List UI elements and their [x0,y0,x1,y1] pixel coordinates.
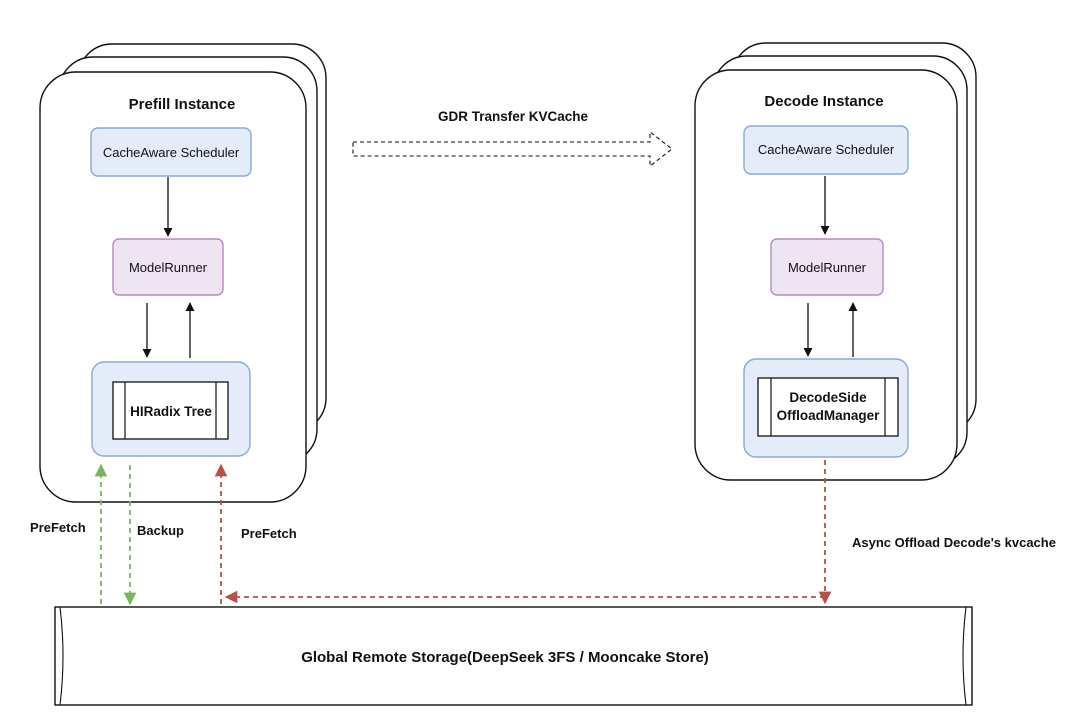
decode-offload-manager-box: DecodeSide OffloadManager [743,358,909,458]
decode-offload-label-line2: OffloadManager [777,408,881,423]
prefill-instance-title: Prefill Instance [129,96,236,113]
decode-model-runner-box: ModelRunner [770,238,884,296]
prefill-scheduler-box: CacheAware Scheduler [90,127,252,177]
decode-model-runner-label: ModelRunner [788,260,867,275]
gdr-transfer-label: GDR Transfer KVCache [438,109,589,124]
decode-scheduler-label: CacheAware Scheduler [758,142,895,157]
prefill-model-runner-label: ModelRunner [129,260,208,275]
global-remote-storage-box: Global Remote Storage(DeepSeek 3FS / Moo… [54,606,973,706]
prefill-scheduler-label: CacheAware Scheduler [103,145,240,160]
backup-label: Backup [137,523,184,538]
gdr-transfer-arrow [352,130,673,168]
prefetch-left-label: PreFetch [30,520,86,535]
global-remote-storage-label: Global Remote Storage(DeepSeek 3FS / Moo… [301,649,709,666]
async-offload-label: Async Offload Decode's kvcache [852,535,1056,550]
decode-scheduler-box: CacheAware Scheduler [743,125,909,175]
decode-offload-label-line1: DecodeSide [789,390,867,405]
decode-instance-title: Decode Instance [764,93,883,110]
prefill-hiradix-tree-box: HIRadix Tree [91,361,251,457]
prefill-hiradix-tree-label: HIRadix Tree [130,404,212,419]
prefetch-right-label: PreFetch [241,526,297,541]
prefill-model-runner-box: ModelRunner [112,238,224,296]
